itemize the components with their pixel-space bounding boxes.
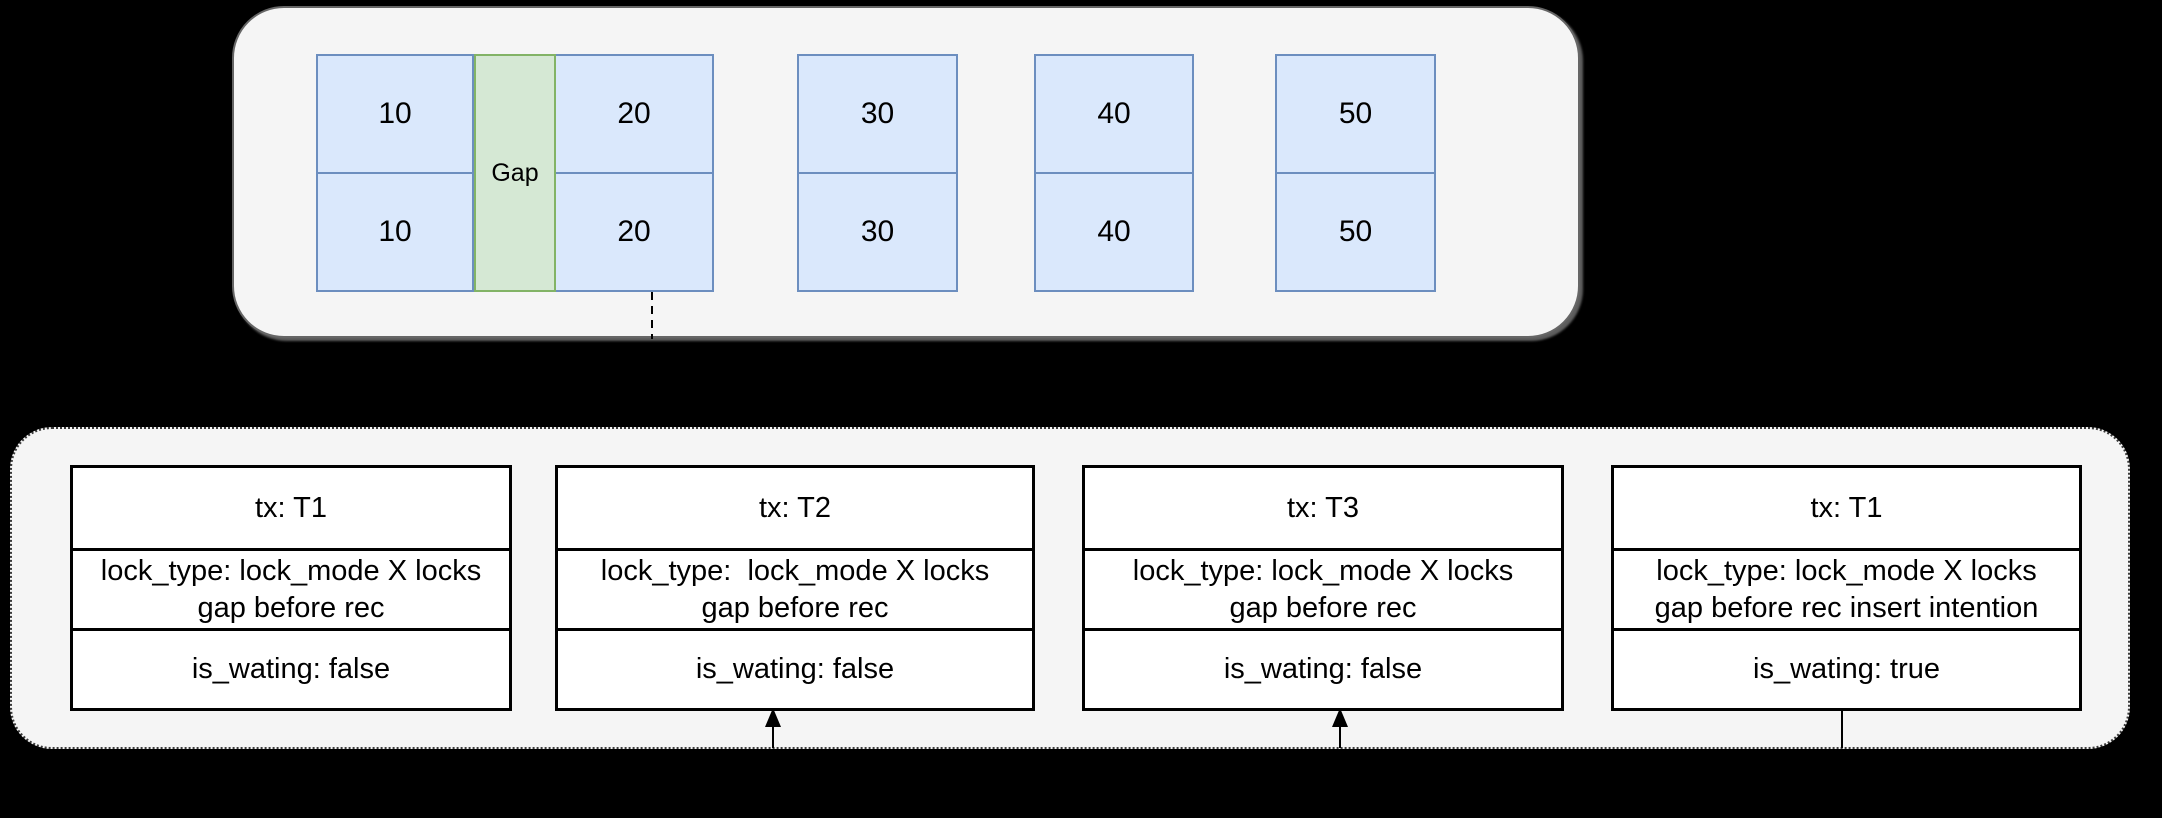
lock-table-panel: tx: T1 lock_type: lock_mode X locks gap … — [10, 427, 2130, 749]
lock-box-t2: tx: T2 lock_type: lock_mode X locks gap … — [555, 465, 1035, 711]
lock-tx-label: tx: T1 — [255, 491, 327, 524]
lock-box-t1-waiting: tx: T1 lock_type: lock_mode X locks gap … — [1611, 465, 2082, 711]
lock-box-t3: tx: T3 lock_type: lock_mode X locks gap … — [1082, 465, 1564, 711]
lock-tx-row: tx: T2 — [558, 468, 1032, 551]
lock-waiting-row: is_wating: false — [558, 631, 1032, 708]
t2-up-arrow-connector-head — [765, 708, 781, 727]
lock-tx-label: tx: T2 — [759, 491, 831, 524]
lock-type-line: lock_type: lock_mode X locks — [1132, 554, 1514, 587]
lock-waiting-row: is_wating: false — [73, 631, 509, 708]
record-value: 40 — [1097, 97, 1131, 130]
record-value: 50 — [1338, 97, 1373, 130]
lock-type-row: lock_type: lock_mode X locks gap before … — [1085, 551, 1561, 631]
record-value: 20 — [617, 215, 651, 248]
record-value: 30 — [860, 97, 895, 130]
record-cell-30-top: 30 — [797, 54, 958, 174]
lock-waiting-label: is_wating: false — [695, 653, 895, 685]
lock-waiting-row: is_wating: true — [1614, 631, 2079, 708]
record-value: 40 — [1097, 215, 1131, 248]
record-cell-40-top: 40 — [1034, 54, 1194, 174]
lock-tx-row: tx: T3 — [1085, 468, 1561, 551]
lock-tx-label: tx: T1 — [1810, 491, 1883, 524]
lock-waiting-label: is_wating: true — [1753, 653, 1940, 685]
gap-cell: Gap — [474, 54, 556, 292]
record-cell-40-bottom: 40 — [1034, 172, 1194, 292]
lock-tx-row: tx: T1 — [73, 468, 509, 551]
lock-type-line: gap before rec — [1229, 591, 1417, 624]
record-cell-20-top: 20 — [554, 54, 714, 174]
record-cell-10-bottom: 10 — [316, 172, 474, 292]
dashed-connector — [651, 292, 653, 339]
lock-tx-label: tx: T3 — [1287, 491, 1359, 524]
lock-tx-row: tx: T1 — [1614, 468, 2079, 551]
t3-up-arrow-connector-stem — [1339, 712, 1341, 748]
t3-up-arrow-connector-head — [1332, 708, 1348, 727]
lock-waiting-row: is_wating: false — [1085, 631, 1561, 708]
lock-box-t1: tx: T1 lock_type: lock_mode X locks gap … — [70, 465, 512, 711]
lock-waiting-label: is_wating: false — [1223, 653, 1423, 685]
record-value: 20 — [617, 97, 651, 130]
record-value: 10 — [378, 215, 412, 248]
record-cell-20-bottom: 20 — [554, 172, 714, 292]
lock-type-row: lock_type: lock_mode X locks gap before … — [73, 551, 509, 631]
t1-waiting-line-connector — [1841, 709, 1843, 748]
record-value: 30 — [860, 215, 895, 248]
lock-type-line: lock_type: lock_mode X locks — [1656, 554, 2037, 587]
record-cell-50-top: 50 — [1275, 54, 1436, 174]
lock-type-row: lock_type: lock_mode X locks gap before … — [1614, 551, 2079, 631]
lock-type-line: gap before rec insert intention — [1654, 591, 2039, 624]
record-cell-50-bottom: 50 — [1275, 172, 1436, 292]
lock-type-row: lock_type: lock_mode X locks gap before … — [558, 551, 1032, 631]
record-cell-10-top: 10 — [316, 54, 474, 174]
lock-type-line: lock_type: lock_mode X locks — [600, 554, 990, 587]
lock-type-line: lock_type: lock_mode X locks — [100, 554, 482, 587]
record-cell-30-bottom: 30 — [797, 172, 958, 292]
record-value: 50 — [1338, 215, 1373, 248]
t2-up-arrow-connector-stem — [772, 712, 774, 748]
index-page-panel: 10 10 Gap 20 20 30 30 40 40 — [232, 6, 1580, 338]
lock-waiting-label: is_wating: false — [191, 653, 391, 685]
lock-type-line: gap before rec — [701, 591, 889, 624]
record-value: 10 — [378, 97, 412, 130]
lock-type-line: gap before rec — [197, 591, 385, 624]
gap-label: Gap — [491, 158, 539, 187]
